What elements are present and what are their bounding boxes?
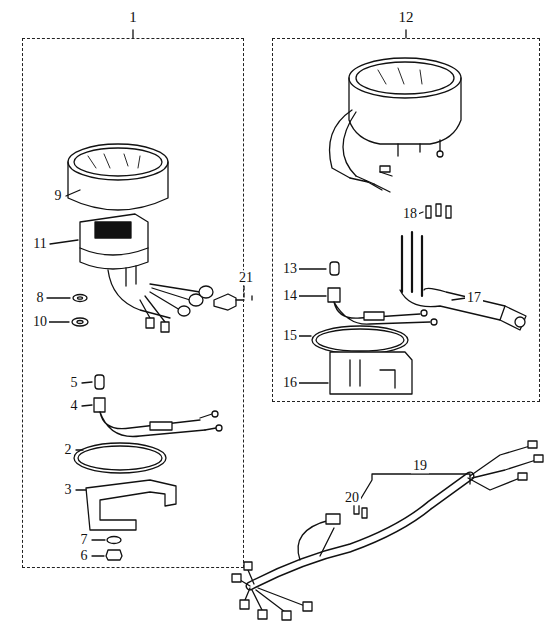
callout-number: 13 [281,261,299,276]
callout-number: 9 [53,188,64,203]
wire-harness [232,441,543,620]
gauge [349,58,461,157]
gauge-leads [330,110,393,192]
assembly-group-box: 1 [22,38,244,568]
leader-line [92,540,105,556]
callout-number: 16 [281,375,299,390]
callout-number: 3 [63,482,74,497]
callout-number: 11 [31,236,48,251]
leader-line [50,240,78,244]
nut [77,321,83,324]
callout-number: 15 [281,328,299,343]
leader-line [76,449,83,450]
callout-number: 18 [401,206,419,221]
callout-number: 1 [126,9,140,26]
o-ring [312,326,408,354]
callout-number: 6 [79,548,90,563]
mounting-bracket [86,480,176,530]
leader-line [76,489,86,490]
callout-number: 17 [465,290,483,305]
leader-line [298,382,328,383]
washer [73,295,87,302]
terminal-pins [426,204,451,218]
callout-number: 10 [31,314,49,329]
bracket-line [244,286,252,300]
terminal-pins [354,504,367,518]
callout-number: 21 [237,270,255,285]
sender-lead [94,375,222,437]
sender-lead [328,262,437,325]
callout-number: 20 [343,490,361,505]
callout-number: 8 [35,290,46,305]
mounting-bracket [350,360,395,388]
callout-number: 7 [79,532,90,547]
gauge-leads [140,284,213,332]
bullet-connector [214,294,244,310]
leader-line [298,269,326,296]
callout-number: 12 [396,9,417,26]
bracket-line [132,30,133,38]
leader-line [47,298,70,322]
leader-line [82,382,92,406]
callout-number: 2 [63,442,74,457]
leader-line [66,190,80,196]
leader-line [452,298,466,300]
callout-number: 5 [69,375,80,390]
o-ring [316,329,404,351]
callout-number: 19 [411,458,429,473]
leader-line [298,335,311,336]
washer [107,537,121,544]
callout-number: 14 [281,288,299,303]
nut [72,318,88,326]
o-ring [78,446,162,470]
callout-number: 4 [69,398,80,413]
bracket-line [360,474,470,500]
washer [78,297,83,299]
bracket-line [405,30,406,38]
mounting-bracket [330,352,412,394]
o-ring [74,443,166,473]
lead-harness [400,232,526,330]
nut [106,550,122,560]
gauge-cover [68,144,168,210]
gauge-housing [80,214,170,318]
